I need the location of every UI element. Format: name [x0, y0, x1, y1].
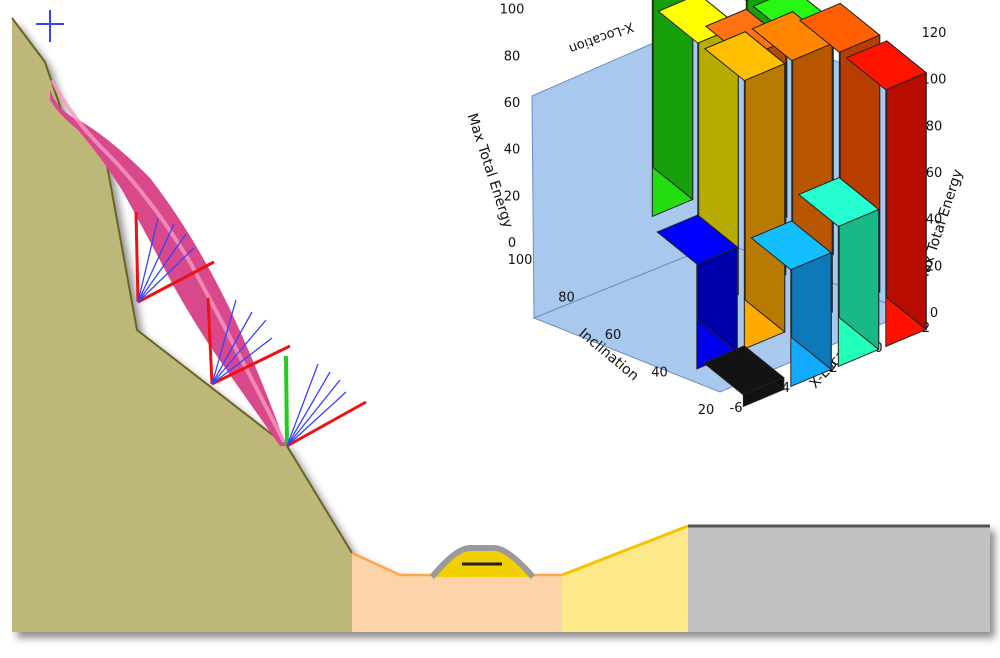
ground-profile	[11, 17, 990, 632]
z-tick-left: 80	[504, 49, 521, 64]
bar-top-face	[703, 31, 786, 82]
bar-top-face	[656, 214, 739, 265]
bar-top-face	[845, 40, 928, 91]
bar	[845, 39, 928, 348]
bar-top-face	[702, 345, 785, 396]
bar-top-face	[750, 220, 833, 271]
y-tick: 20	[698, 403, 715, 418]
road-area	[688, 526, 990, 632]
barrier-vectors	[134, 211, 367, 448]
y-tick: 100	[508, 253, 533, 268]
berm-area	[562, 526, 688, 632]
barrier-1	[134, 211, 215, 304]
bar-side-face	[652, 0, 694, 201]
z-tick-left: 100	[500, 3, 525, 18]
z-tick-right: 100	[922, 73, 947, 88]
berm-edge	[561, 524, 689, 577]
bar-top-face	[744, 0, 750, 2]
x-axis-label-top: X-Location	[567, 19, 636, 56]
ditch-area	[352, 553, 562, 632]
bar-top-face	[797, 176, 880, 228]
plus-icon[interactable]	[36, 10, 64, 42]
y-tick: 40	[651, 366, 668, 381]
y-tick: 60	[605, 328, 622, 343]
bar	[651, 0, 694, 218]
bar	[702, 344, 785, 408]
bar-top-face	[798, 2, 881, 53]
z-tick-right: 60	[926, 166, 943, 181]
z-tick-right: 40	[926, 213, 943, 228]
y-tick: 80	[558, 291, 575, 306]
bar	[703, 30, 786, 350]
bar	[656, 214, 739, 370]
z-axis-label-left: Max Total Energy	[464, 111, 516, 230]
barrier-3	[284, 355, 367, 448]
bar	[751, 10, 834, 330]
chart-bars	[651, 0, 928, 408]
barrier-2	[206, 297, 291, 386]
z-tick-right: 120	[922, 26, 947, 41]
catch-mound	[429, 545, 536, 579]
bar-top-face	[751, 11, 834, 62]
bar	[750, 219, 833, 388]
z-tick-right: 80	[926, 119, 943, 134]
slope-body	[12, 18, 352, 632]
trajectory-core	[50, 79, 286, 443]
z-tick-right: 20	[926, 259, 943, 274]
energy-bar-chart: Max Total Energy Max Total Energy Inclin…	[464, 0, 966, 418]
z-tick-left: 0	[508, 236, 516, 251]
z-tick-left: 40	[504, 143, 521, 158]
z-tick-right: 0	[930, 306, 938, 321]
bar	[797, 176, 880, 368]
mound-outline	[429, 545, 536, 579]
z-tick-left: 60	[504, 96, 521, 111]
z-tick-left: 20	[504, 189, 521, 204]
x-tick: -6	[730, 401, 743, 416]
